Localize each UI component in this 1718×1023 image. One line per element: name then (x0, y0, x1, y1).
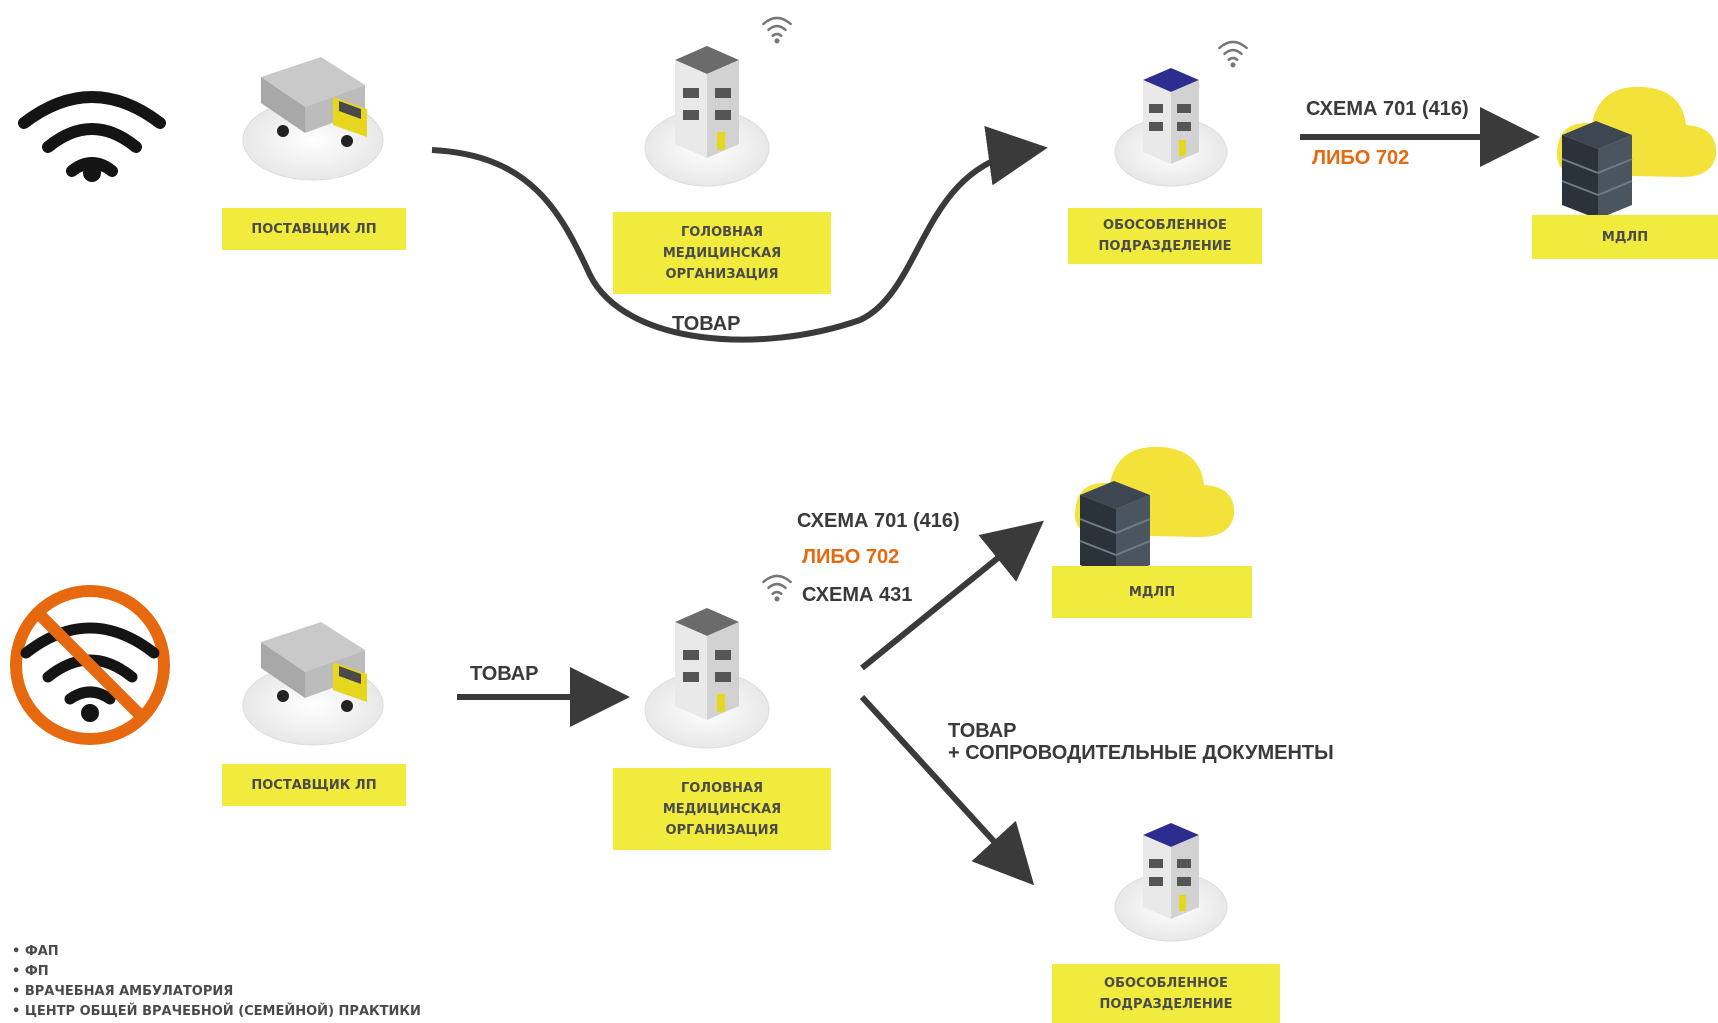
wifi-icon (18, 91, 166, 182)
scheme-label-top: СХЕМА 701 (416) (1306, 98, 1469, 120)
scheme-arrow-bottom (860, 520, 1044, 671)
head-org-label-top: ГОЛОВНАЯ МЕДИЦИНСКАЯ ОРГАНИЗАЦИЯ (613, 212, 831, 294)
branch-label-bottom: ОБОСОБЛЕННОЕ ПОДРАЗДЕЛЕНИЕ (1052, 964, 1280, 1023)
server-cloud-icon (1075, 446, 1235, 579)
scheme-label-bottom: СХЕМА 701 (416) (797, 510, 960, 532)
alt-scheme-label-top: ЛИБО 702 (1312, 147, 1410, 169)
building-icon (1114, 823, 1228, 942)
mdlp-label-bottom: МДЛП (1052, 566, 1252, 618)
truck-icon (242, 57, 384, 181)
branch-label-top: ОБОСОБЛЕННОЕ ПОДРАЗДЕЛЕНИЕ (1068, 208, 1262, 264)
list-item: ВРАЧЕБНАЯ АМБУЛАТОРИЯ (12, 982, 421, 1002)
mdlp-label-top: МДЛП (1532, 215, 1718, 259)
building-icon (1114, 68, 1228, 187)
head-org-label-bottom: ГОЛОВНАЯ МЕДИЦИНСКАЯ ОРГАНИЗАЦИЯ (613, 768, 831, 850)
no-wifi-icon (10, 585, 170, 745)
building-icon (644, 46, 770, 187)
goods-label-bottom: ТОВАР (470, 663, 539, 685)
supplier-label-top: ПОСТАВЩИК ЛП (222, 208, 406, 250)
wifi-small-icon (762, 16, 792, 45)
facility-type-list: ФАП ФП ВРАЧЕБНАЯ АМБУЛАТОРИЯ ЦЕНТР ОБЩЕЙ… (12, 942, 421, 1022)
building-icon (644, 608, 770, 749)
goods-docs-label: ТОВАР + СОПРОВОДИТЕЛЬНЫЕ ДОКУМЕНТЫ (948, 720, 1334, 764)
goods-label-top: ТОВАР (672, 313, 741, 335)
server-cloud-icon (1557, 86, 1717, 219)
scheme-431-label: СХЕМА 431 (802, 584, 913, 606)
supplier-label-bottom: ПОСТАВЩИК ЛП (222, 764, 406, 806)
list-item: ФАП (12, 942, 421, 962)
list-item: ЦЕНТР ОБЩЕЙ ВРАЧЕБНОЙ (СЕМЕЙНОЙ) ПРАКТИК… (12, 1002, 421, 1022)
goods-docs-arrow-bottom (859, 694, 1035, 886)
list-item: ФП (12, 962, 421, 982)
truck-icon (242, 622, 384, 746)
wifi-small-icon (1218, 40, 1248, 69)
alt-scheme-label-bottom: ЛИБО 702 (802, 546, 900, 568)
goods-flow-top-arrow (431, 126, 1048, 343)
wifi-small-icon (762, 574, 792, 603)
